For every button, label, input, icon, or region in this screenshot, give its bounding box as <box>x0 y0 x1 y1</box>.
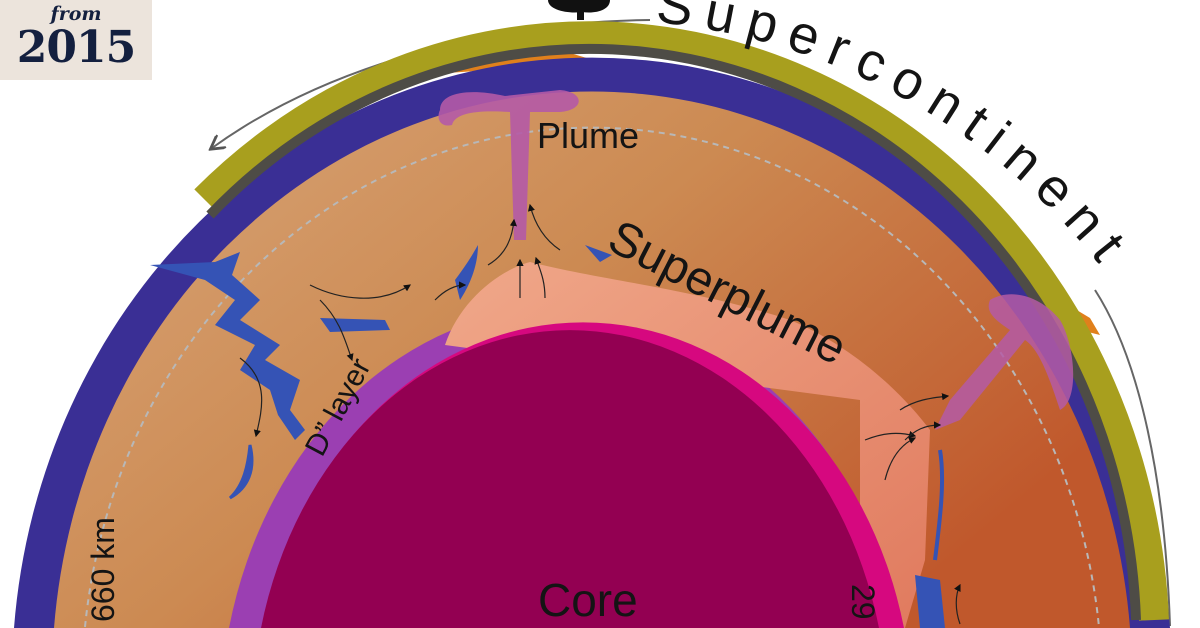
slab-fragment <box>585 245 612 262</box>
660km-boundary <box>84 126 1100 628</box>
year-badge: from 2015 <box>0 0 152 80</box>
lithosphere <box>206 43 1141 621</box>
motion-arrow-right <box>1094 289 1171 627</box>
supercontinent-crust <box>194 21 1169 621</box>
core-label: Core <box>538 574 638 626</box>
slab-fragment <box>320 318 390 332</box>
slab-base-right <box>915 575 945 628</box>
subducting-slab-left <box>150 252 305 440</box>
plume-label: Plume <box>537 115 639 156</box>
plume-right <box>935 294 1074 430</box>
flow-arrows <box>239 203 961 625</box>
slab-fragment <box>228 444 254 500</box>
core <box>261 330 879 628</box>
depth-2900-label: 29 <box>845 584 881 620</box>
plume-top <box>438 90 579 240</box>
depth-660-label: 660 km <box>85 517 121 622</box>
badge-prefix: from <box>50 3 102 25</box>
badge-year: 2015 <box>16 22 136 73</box>
pole-marker <box>548 0 610 20</box>
